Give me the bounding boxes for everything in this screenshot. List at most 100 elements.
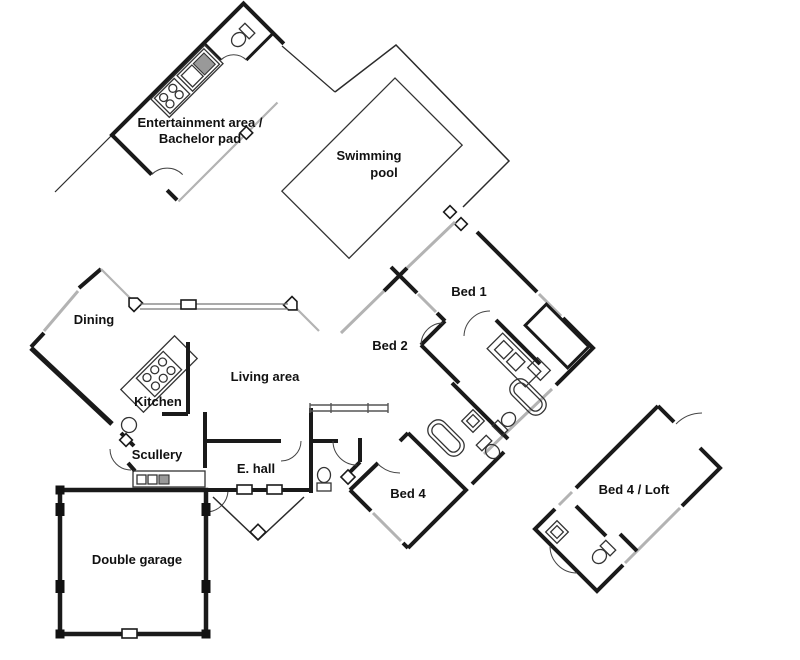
toilet-icon [491, 411, 517, 437]
door-opening-marker [128, 297, 144, 313]
dining-top-walls [29, 267, 103, 349]
window-marker [266, 484, 283, 495]
burner-icon [158, 373, 168, 383]
garage-pier [201, 629, 211, 639]
room-label-entrance-hall: E. hall [237, 461, 275, 476]
site-boundary-lines [54, 45, 336, 193]
window-marker [236, 484, 253, 495]
bed4-glass-door [371, 511, 403, 543]
pool-deck-boundary [334, 43, 511, 208]
bed1-ensuite-divider [494, 318, 542, 366]
room-label-bed1: Bed 1 [451, 284, 486, 299]
sink-bowl-icon [136, 474, 147, 485]
entrance-area [206, 403, 389, 542]
swimming-pool-outline [280, 77, 464, 260]
entertainment-door-arcs [151, 54, 247, 175]
bed4-room [348, 431, 469, 550]
corner-dressing-room [523, 302, 591, 370]
kitchen-living-divider [162, 342, 281, 468]
passage-window-band [309, 403, 389, 413]
garage-pier [55, 629, 65, 639]
door-pivot-marker [118, 432, 134, 448]
garage-pier [55, 485, 65, 495]
toilet-icon [475, 434, 501, 460]
loft-building [532, 404, 723, 594]
room-labels: Entertainment area / Bachelor pad Swimmi… [74, 115, 670, 567]
porch-column-marker [249, 523, 267, 541]
sink-bowl-icon [180, 64, 205, 88]
burner-icon [168, 83, 178, 93]
bath-end-wall [470, 450, 506, 486]
pool-gate-post [453, 216, 469, 232]
garage-pier [55, 580, 65, 593]
room-label-living: Living area [231, 369, 300, 384]
room-label-bed2: Bed 2 [372, 338, 407, 353]
room-label-pool-line2: pool [370, 165, 397, 180]
garage-pier [201, 580, 211, 593]
pool-area [280, 43, 511, 260]
toilet-icon [591, 539, 617, 565]
divider-window [416, 292, 438, 314]
glass-wall [405, 220, 457, 270]
stove-icon [153, 77, 191, 115]
glass-sliding-wall [177, 101, 279, 203]
north-window-band [140, 303, 288, 310]
room-label-dining: Dining [74, 312, 114, 327]
wing-southeast-glass [482, 387, 554, 456]
wing-northeast-wall [475, 230, 596, 387]
sink-bowl-icon [147, 474, 158, 485]
loft-window [557, 490, 574, 507]
loft-entry-door-arc [675, 412, 703, 425]
dining-window [42, 290, 80, 332]
loft-bathroom-walls [574, 504, 639, 553]
bedroom-wing [389, 230, 596, 486]
vanity-basin-icon [460, 408, 486, 434]
facade-wall-segment [382, 266, 409, 293]
sliding-door-marker [238, 125, 254, 141]
loft-glass-wall [623, 506, 682, 565]
door-pivot-marker [339, 468, 357, 486]
bed1-window [537, 292, 563, 318]
bed4-walls [348, 431, 469, 550]
room-label-scullery: Scullery [132, 447, 183, 462]
burner-icon [150, 365, 160, 375]
burner-icon [174, 90, 184, 100]
entertainment-exterior-walls [109, 0, 286, 202]
scullery-sink-counter [132, 470, 206, 488]
yard-wall-line [54, 134, 113, 193]
room-label-kitchen: Kitchen [134, 394, 182, 409]
room-label-loft: Bed 4 / Loft [599, 482, 670, 497]
door-opening-marker [282, 295, 298, 311]
room-label-entertainment-line1: Entertainment area / [138, 115, 263, 130]
bed2-door-arc [420, 322, 444, 346]
hall-door-arc [280, 440, 302, 462]
entertainment-bathroom-walls [202, 32, 275, 62]
burner-icon [142, 372, 152, 383]
room-label-pool-line1: Swimming [336, 148, 401, 163]
bed2-bath-walls [419, 319, 461, 385]
burner-icon [157, 357, 168, 367]
room-label-garage: Double garage [92, 552, 182, 567]
bathtub-icon [427, 419, 465, 457]
double-vanity-icon [486, 332, 542, 388]
dining-kitchen-walls [29, 267, 320, 473]
room-label-entertainment-line2: Bachelor pad [159, 131, 241, 146]
clerestory-connector [100, 268, 320, 332]
kitchenette-sink-unit [176, 47, 221, 93]
burner-icon [158, 92, 169, 103]
garage-structure [55, 485, 211, 639]
round-basin-icon [120, 416, 138, 434]
garage-pier [201, 503, 211, 516]
pool-gate-post [442, 204, 458, 220]
burner-icon [165, 99, 175, 109]
bed4-door-arc [377, 463, 401, 474]
kitchenette-counter [149, 44, 224, 119]
toilet-icon [316, 466, 332, 492]
loft-exterior-walls [532, 404, 723, 594]
pool-connector-wall [281, 45, 336, 93]
window-marker [180, 299, 197, 310]
entertainment-building [109, 0, 286, 203]
glass-wall [339, 289, 386, 335]
